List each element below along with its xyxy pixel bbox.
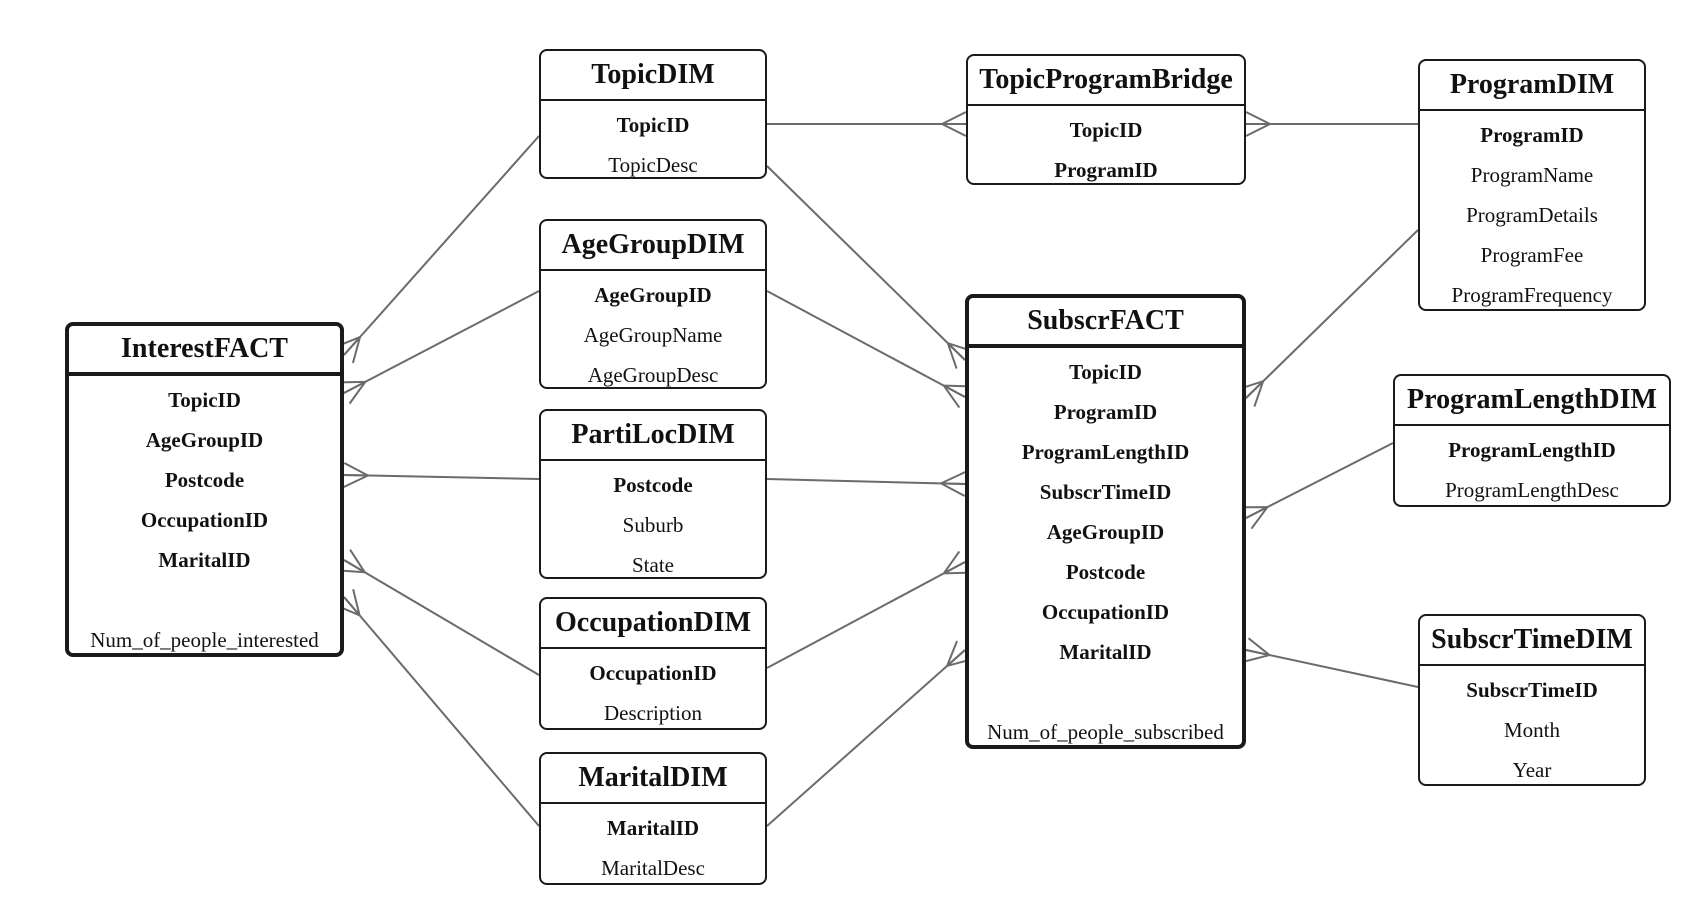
entity-title: InterestFACT xyxy=(69,326,340,376)
measure-attribute: Num_of_people_subscribed xyxy=(987,720,1224,744)
entity-occupation-dim[interactable]: OccupationDIM OccupationID Description xyxy=(539,597,767,730)
attribute: Year xyxy=(1512,758,1552,782)
crows-foot-many-marker xyxy=(941,111,967,137)
entity-programlength-dim[interactable]: ProgramLengthDIM ProgramLengthID Program… xyxy=(1393,374,1671,507)
attribute: Description xyxy=(604,701,702,725)
relationship-line xyxy=(766,649,966,827)
key-attribute: ProgramID xyxy=(1053,400,1158,424)
relationship-line xyxy=(766,165,966,361)
entity-title: TopicProgramBridge xyxy=(968,56,1244,106)
entity-program-dim[interactable]: ProgramDIM ProgramID ProgramName Program… xyxy=(1418,59,1646,311)
attribute: TopicDesc xyxy=(608,153,698,177)
attribute: Suburb xyxy=(622,513,684,537)
relationship-line xyxy=(1245,229,1419,399)
entity-title: AgeGroupDIM xyxy=(541,221,765,271)
relationship-program_dim-to-topicprogram_bridge xyxy=(1245,111,1418,137)
measure-attribute: Num_of_people_interested xyxy=(90,628,319,652)
crows-foot-many-marker xyxy=(940,471,966,497)
key-attribute: AgeGroupID xyxy=(145,428,264,452)
key-attribute: AgeGroupID xyxy=(594,283,712,307)
key-attribute: ProgramLengthID xyxy=(1448,438,1616,462)
relationship-subscrtime_dim-to-subscr_fact xyxy=(1243,637,1419,688)
key-attribute: OccupationID xyxy=(1041,600,1170,624)
crows-foot-many-marker xyxy=(1243,637,1271,663)
relationship-occupation_dim-to-subscr_fact xyxy=(766,550,971,669)
attribute: ProgramFee xyxy=(1480,243,1584,267)
entity-interest-fact[interactable]: InterestFACT TopicID AgeGroupID Postcode… xyxy=(65,322,344,657)
relationship-line xyxy=(343,474,540,480)
key-attribute: SubscrTimeID xyxy=(1466,678,1598,702)
attribute: State xyxy=(632,553,674,577)
key-attribute: TopicID xyxy=(1069,118,1143,142)
key-attribute: OccupationID xyxy=(140,508,269,532)
relationship-line xyxy=(343,596,540,827)
attribute: ProgramDetails xyxy=(1466,203,1598,227)
key-attribute: Postcode xyxy=(613,473,693,497)
key-attribute: MaritalID xyxy=(158,548,251,572)
entity-title: TopicDIM xyxy=(541,51,765,101)
key-attribute: MaritalID xyxy=(606,816,700,840)
entity-topicprogram-bridge[interactable]: TopicProgramBridge TopicID ProgramID xyxy=(966,54,1246,185)
relationship-partiloc_dim-to-subscr_fact xyxy=(766,471,966,497)
relationship-agegroup_dim-to-interest_fact xyxy=(338,290,540,405)
relationship-occupation_dim-to-interest_fact xyxy=(337,549,540,676)
attribute: MaritalDesc xyxy=(601,856,705,880)
key-attribute: Postcode xyxy=(1065,560,1146,584)
entity-title: ProgramLengthDIM xyxy=(1395,376,1669,426)
entity-title: PartiLocDIM xyxy=(541,411,765,461)
relationship-programlength_dim-to-subscr_fact xyxy=(1240,442,1394,530)
relationship-line xyxy=(766,561,966,669)
relationship-line xyxy=(766,478,966,485)
attribute: Month xyxy=(1503,718,1560,742)
relationship-program_dim-to-subscr_fact xyxy=(1237,229,1419,407)
key-attribute: TopicID xyxy=(168,388,241,412)
key-attribute: TopicID xyxy=(616,113,690,137)
spacer xyxy=(969,672,1242,712)
key-attribute: Postcode xyxy=(164,468,245,492)
entity-partiloc-dim[interactable]: PartiLocDIM Postcode Suburb State xyxy=(539,409,767,579)
entity-title: SubscrTimeDIM xyxy=(1420,616,1644,666)
relationship-line xyxy=(343,290,540,394)
relationship-line xyxy=(766,290,966,398)
key-attribute: OccupationID xyxy=(589,661,717,685)
relationship-line xyxy=(1245,649,1419,688)
attribute: AgeGroupName xyxy=(583,323,723,347)
relationship-marital_dim-to-subscr_fact xyxy=(766,640,974,827)
entity-title: MaritalDIM xyxy=(541,754,765,804)
key-attribute: ProgramID xyxy=(1480,123,1584,147)
relationship-topic_dim-to-topicprogram_bridge xyxy=(767,111,967,137)
relationship-marital_dim-to-interest_fact xyxy=(334,588,540,827)
attribute: AgeGroupDesc xyxy=(587,363,719,387)
spacer xyxy=(69,580,340,620)
attribute: ProgramName xyxy=(1470,163,1594,187)
attribute: ProgramLengthDesc xyxy=(1445,478,1619,502)
entity-subscr-fact[interactable]: SubscrFACT TopicID ProgramID ProgramLeng… xyxy=(965,294,1246,749)
relationship-line xyxy=(343,559,540,676)
attribute: ProgramFrequency xyxy=(1451,283,1613,307)
relationship-partiloc_dim-to-interest_fact xyxy=(343,462,540,488)
entity-agegroup-dim[interactable]: AgeGroupDIM AgeGroupID AgeGroupName AgeG… xyxy=(539,219,767,389)
key-attribute: AgeGroupID xyxy=(1046,520,1165,544)
key-attribute: SubscrTimeID xyxy=(1039,480,1172,504)
crows-foot-many-marker xyxy=(1245,111,1271,137)
entity-title: SubscrFACT xyxy=(969,298,1242,348)
key-attribute: TopicID xyxy=(1069,360,1142,384)
relationship-line xyxy=(343,135,540,356)
relationship-agegroup_dim-to-subscr_fact xyxy=(766,290,971,409)
entity-topic-dim[interactable]: TopicDIM TopicID TopicDesc xyxy=(539,49,767,179)
key-attribute: MaritalID xyxy=(1059,640,1152,664)
entity-title: ProgramDIM xyxy=(1420,61,1644,111)
crows-foot-many-marker xyxy=(343,462,369,488)
relationship-line xyxy=(1245,442,1394,519)
entity-title: OccupationDIM xyxy=(541,599,765,649)
key-attribute: ProgramLengthID xyxy=(1021,440,1190,464)
entity-marital-dim[interactable]: MaritalDIM MaritalID MaritalDesc xyxy=(539,752,767,885)
relationship-topic_dim-to-interest_fact xyxy=(334,135,540,364)
relationship-topic_dim-to-subscr_fact xyxy=(766,165,974,369)
key-attribute: ProgramID xyxy=(1054,158,1158,182)
entity-subscrtime-dim[interactable]: SubscrTimeDIM SubscrTimeID Month Year xyxy=(1418,614,1646,786)
